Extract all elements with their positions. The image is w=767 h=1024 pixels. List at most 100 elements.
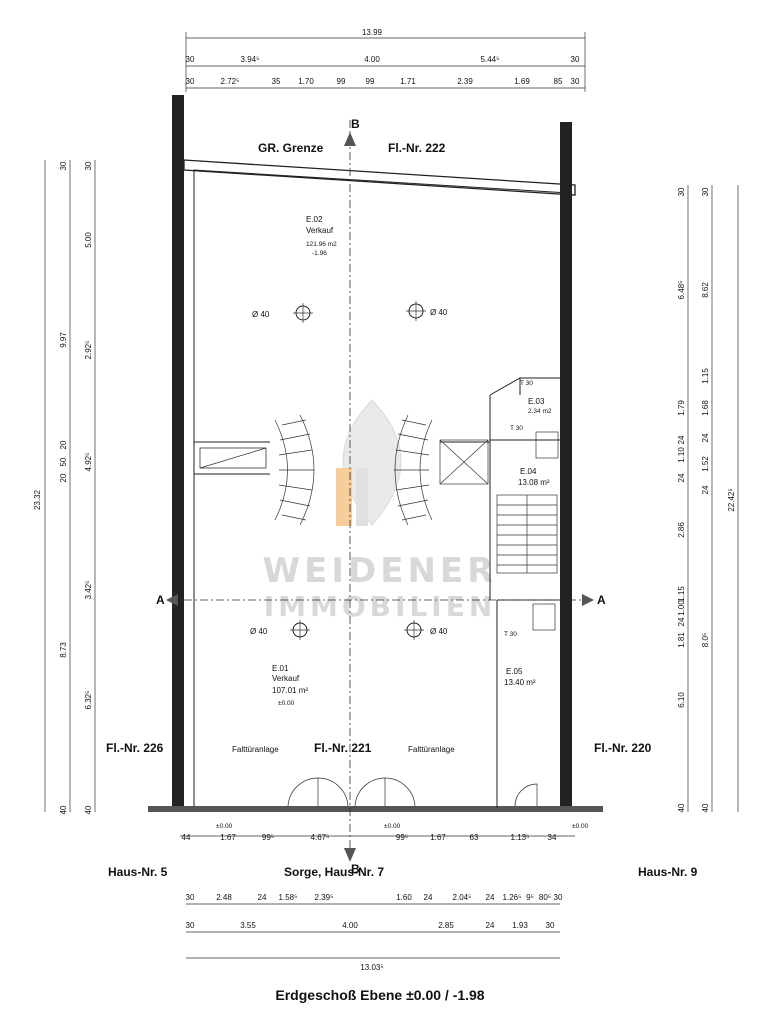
right-party-wall <box>560 122 572 810</box>
section-b-top-arrow <box>344 132 356 146</box>
left-mid-value: 8.73 <box>59 642 68 658</box>
room-e04: E.04 13.08 m² <box>518 467 550 487</box>
label-fl-222: Fl.-Nr. 222 <box>388 141 446 155</box>
left-mid-value: 30 <box>59 161 68 170</box>
label-fl-226: Fl.-Nr. 226 <box>106 741 164 755</box>
top-row1-value: 5.44⁵ <box>481 55 500 64</box>
duct-box <box>439 439 489 485</box>
right-inner-value: 24 <box>677 617 686 626</box>
right-staircase <box>394 414 433 526</box>
room-e02-level: -1.96 <box>312 250 327 257</box>
column-2: Ø 40 <box>406 301 448 321</box>
watermark-line2: IMMOBILIEN <box>264 590 497 623</box>
label-haus-9: Haus-Nr. 9 <box>638 865 698 879</box>
section-b-top-label: B <box>351 117 360 131</box>
right-mid-value: 1.52 <box>701 456 710 472</box>
front-value: 1.67 <box>220 833 236 842</box>
bottom-row1-value: 24 <box>424 893 433 902</box>
bottom-row1-value: 80⁵ <box>539 893 551 902</box>
front-value: 34 <box>548 833 557 842</box>
bottom-row2-value: 2.85 <box>438 921 454 930</box>
mid-partition-beam <box>199 447 267 469</box>
dim-right-inner: 306.48⁵1.79241.10242.861.151.00241.816.1… <box>677 187 686 812</box>
room-e02-name: Verkauf <box>306 226 334 235</box>
top-row2-value: 35 <box>272 77 281 86</box>
right-inner-value: 24 <box>677 473 686 482</box>
right-mid-value: 8.62 <box>701 282 710 298</box>
bottom-row1-value: 24 <box>486 893 495 902</box>
dim-right-outer: 22.42⁵ <box>727 488 736 511</box>
right-inner-value: 2.86 <box>677 522 686 538</box>
left-mid-value: 9.97 <box>59 332 68 348</box>
section-a-left-arrow <box>166 594 178 606</box>
front-level-value: ±0.00 <box>572 823 589 830</box>
front-value: 1.67 <box>430 833 446 842</box>
left-outer-value: 23.32 <box>33 489 42 510</box>
front-value: 44 <box>182 833 191 842</box>
right-inner-value: 6.10 <box>677 692 686 708</box>
top-row2-value: 99 <box>337 77 346 86</box>
top-row2-value: 1.69 <box>514 77 530 86</box>
room-e01-name: Verkauf <box>272 674 300 683</box>
left-inner-value: 2.92⁵ <box>84 341 93 360</box>
label-gr-grenze: GR. Grenze <box>258 141 324 155</box>
right-inner-value: 1.10 <box>677 447 686 463</box>
bottom-row2-value: 30 <box>546 921 555 930</box>
left-inner-value: 6.32⁵ <box>84 691 93 710</box>
top-row2-value: 1.71 <box>400 77 416 86</box>
bottom-row1-value: 1.26⁵ <box>503 893 522 902</box>
room-e03-area: 2.34 m2 <box>528 408 552 415</box>
right-mid-value: 1.15 <box>701 368 710 384</box>
right-mid-value: 1.68 <box>701 400 710 416</box>
bottom-row1-value: 1.58⁵ <box>279 893 298 902</box>
bottom-row2-value: 1.93 <box>512 921 528 930</box>
top-row1-value: 30 <box>186 55 195 64</box>
room-e02: E.02 Verkauf 121.96 m2 -1.96 <box>306 215 337 257</box>
top-row2-value: 30 <box>571 77 580 86</box>
right-inner-value: 1.79 <box>677 400 686 416</box>
left-mid-value: 20 <box>59 440 68 449</box>
room-e01-level: ±0.00 <box>278 700 295 707</box>
bottom-row1-value: 1.60 <box>396 893 412 902</box>
right-inner-value: 1.15 <box>677 586 686 602</box>
left-mid-value: 50 <box>59 457 68 466</box>
left-party-wall <box>172 95 184 810</box>
front-value: 99⁵ <box>396 833 408 842</box>
front-value: 4.67⁵ <box>311 833 330 842</box>
room-e05: E.05 13.40 m² <box>504 667 536 687</box>
right-mid-value: 24 <box>701 485 710 494</box>
right-mid-value: 24 <box>701 433 710 442</box>
dimension-lines <box>44 32 739 959</box>
front-wall <box>148 806 603 812</box>
front-level-value: ±0.00 <box>216 823 233 830</box>
front-entrance-doors <box>287 777 538 807</box>
plan-title: Erdgeschoß Ebene ±0.00 / -1.98 <box>275 987 484 1003</box>
room-e04-id: E.04 <box>520 467 537 476</box>
left-inner-value: 3.42⁵ <box>84 581 93 600</box>
front-value: 1.13⁵ <box>511 833 530 842</box>
column-2-label: Ø 40 <box>430 308 448 317</box>
section-a-right-arrow <box>582 594 594 606</box>
room-e01-area: 107.01 m² <box>272 686 308 695</box>
dim-top-total: 13.99 <box>362 28 383 37</box>
right-inner-value: 1.00 <box>677 600 686 616</box>
left-inner-value: 30 <box>84 161 93 170</box>
bottom-row1-value: 2.48 <box>216 893 232 902</box>
service-stair <box>496 494 558 574</box>
label-faltturanlage-left: Falttüranlage <box>232 745 279 754</box>
left-staircase <box>274 414 315 526</box>
watermark: WEIDENER IMMOBILIEN <box>263 399 497 623</box>
right-inner-value: 40 <box>677 803 686 812</box>
service-core-walls <box>489 377 560 808</box>
room-e03-id: E.03 <box>528 397 545 406</box>
dim-left-outer: 23.32 <box>33 489 42 510</box>
front-value: 99⁵ <box>262 833 274 842</box>
label-fl-221: Fl.-Nr. 221 <box>314 741 372 755</box>
left-inner-value: 5.00 <box>84 232 93 248</box>
